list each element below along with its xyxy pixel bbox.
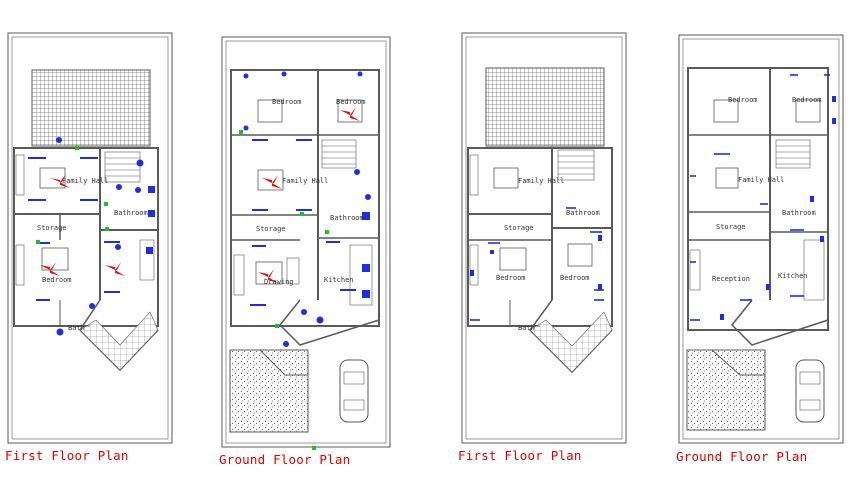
room-label-bedroom-right: Bedroom [792,96,822,104]
lawn [686,349,766,431]
room-label-bedroom-right: Bedroom [336,98,366,106]
plot-boundary [678,34,844,444]
room-label-storage: Storage [504,224,534,232]
plan-4-fixtures [690,74,836,321]
car [339,359,369,423]
plan-3-first-floor [461,32,627,444]
room-label-family-hall: Family Hall [518,177,564,185]
room-label-bathroom: Bathroom [782,209,816,217]
room-label-reception: Reception [712,275,750,283]
room-label-family-hall: Family Hall [282,177,328,185]
plan-1-first-floor [7,32,173,444]
room-label-bathroom: Bathroom [566,209,600,217]
plan-1-labels: Family Hall Bathroom Storage Bedroom Bat… [37,177,148,332]
plot-boundary [221,36,391,448]
plot-boundary [7,32,173,444]
room-label-family-hall: Family Hall [738,176,784,184]
building-outline [467,147,613,327]
lawn [229,349,309,433]
plan-2-caption: Ground Floor Plan [219,452,351,467]
room-label-kitchen: Kitchen [778,272,808,280]
plan-3-fixtures [470,207,604,321]
plan-1-fixtures [28,137,155,336]
plan-4-ground-floor [678,34,844,444]
building-outline [687,67,829,331]
stair [321,139,357,169]
plan-2-labels: Bedroom Bedroom Family Hall Bathroom Sto… [256,98,366,286]
plan-2-fixtures [239,71,371,450]
room-label-bathroom: Bathroom [330,214,364,222]
room-label-family-hall: Family Hall [62,177,108,185]
room-label-bedroom: Bedroom [42,276,72,284]
stair [775,139,811,169]
plan-1-caption: First Floor Plan [5,448,129,463]
plan-3-caption: First Floor Plan [458,448,582,463]
room-label-storage: Storage [716,223,746,231]
room-label-storage: Storage [37,224,67,232]
room-label-kitchen: Kitchen [324,276,354,284]
roof-terrace [31,69,151,147]
plan-4-labels: Bedroom Bedroom Family Hall Bathroom Sto… [712,96,822,283]
room-label-drawing: Drawing [264,278,294,286]
building-outline [230,69,380,327]
room-label-storage: Storage [256,225,286,233]
room-label-bedroom-left: Bedroom [272,98,302,106]
plan-4-caption: Ground Floor Plan [676,449,808,464]
stair [104,151,141,183]
room-label-bedroom-left: Bedroom [728,96,758,104]
plan-2-ground-floor [221,36,391,448]
room-label-bathroom: Bathroom [114,209,148,217]
building-outline [13,147,159,327]
roof-terrace [485,67,605,147]
room-label-bedroom-left: Bedroom [496,274,526,282]
room-label-bedroom-right: Bedroom [560,274,590,282]
plot-boundary [461,32,627,444]
room-label-bath: Bath [68,324,85,332]
stair [557,149,595,181]
plan-3-labels: Family Hall Bathroom Storage Bedroom Bed… [496,177,600,332]
car [795,359,825,423]
room-label-bath: Bath [518,324,535,332]
